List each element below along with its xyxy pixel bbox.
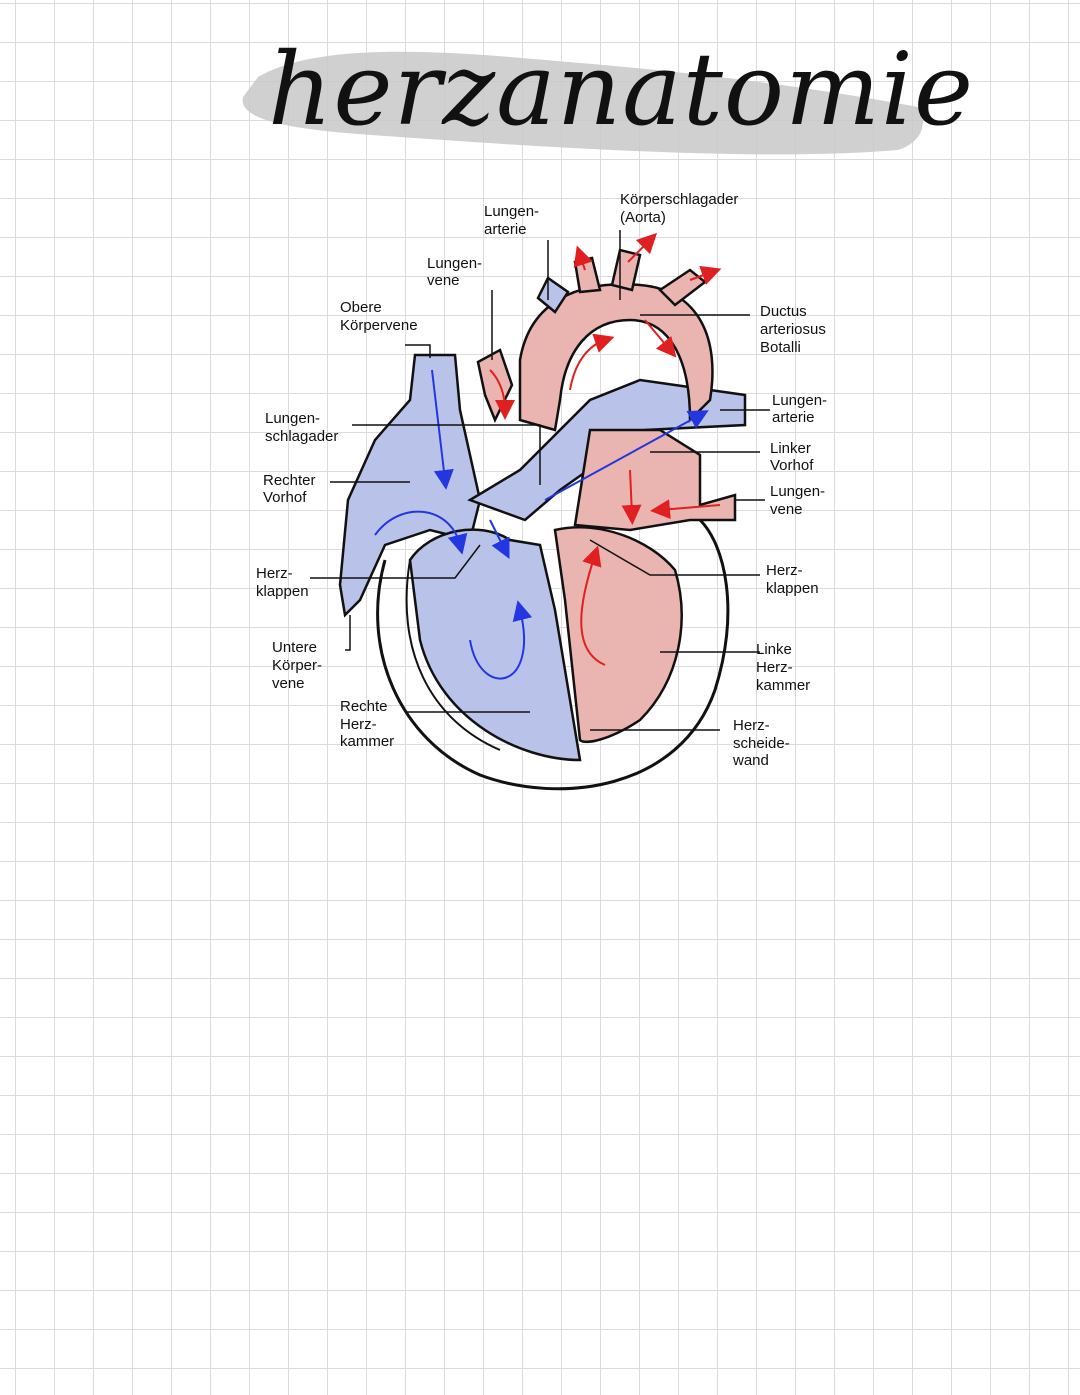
label-lungenarterie-right: Lungen- arterie xyxy=(772,392,831,426)
label-linker-vorhof: Linker Vorhof xyxy=(770,440,815,474)
heart-outline xyxy=(376,518,730,791)
label-lungenschlagader: Lungen- schlagader xyxy=(265,410,338,445)
label-herzklappen-left: Herz- klappen xyxy=(256,565,309,600)
label-herzklappen-right: Herz- klappen xyxy=(766,562,819,597)
title-highlight xyxy=(242,51,923,155)
pulmonary-artery-top xyxy=(536,276,570,314)
red-arrows xyxy=(489,232,722,666)
label-herzscheidewand: Herz- scheide- wand xyxy=(732,717,794,769)
heart-inner-outline xyxy=(405,559,501,751)
labels: Lungen- arterie Körperschlagader (Aorta)… xyxy=(256,191,831,769)
left-atrium xyxy=(573,428,737,532)
label-linke-herzkammer: Linke Herz- kammer xyxy=(756,641,810,694)
page-title: herzanatomie xyxy=(268,31,975,148)
label-lungenarterie-top: Lungen- arterie xyxy=(484,203,543,238)
title-area: herzanatomie xyxy=(238,22,973,172)
pulmonary-vein-top xyxy=(476,348,514,424)
label-obere-koerpervene: Obere Körpervene xyxy=(340,299,418,334)
label-lungenvene-top: Lungen- vene xyxy=(427,255,486,289)
label-aorta: Körperschlagader (Aorta) xyxy=(620,191,743,226)
right-ventricle xyxy=(408,528,582,762)
label-ductus: Ductus arteriosus Botalli xyxy=(760,303,830,356)
label-rechter-vorhof: Rechter Vorhof xyxy=(263,472,320,506)
label-untere-koerpervene: Untere Körper- vene xyxy=(272,639,326,692)
left-ventricle xyxy=(553,526,683,744)
label-rechte-herzkammer: Rechte Herz- kammer xyxy=(340,698,394,750)
label-lungenvene-right: Lungen- vene xyxy=(770,483,829,518)
leader-lines xyxy=(310,230,770,731)
